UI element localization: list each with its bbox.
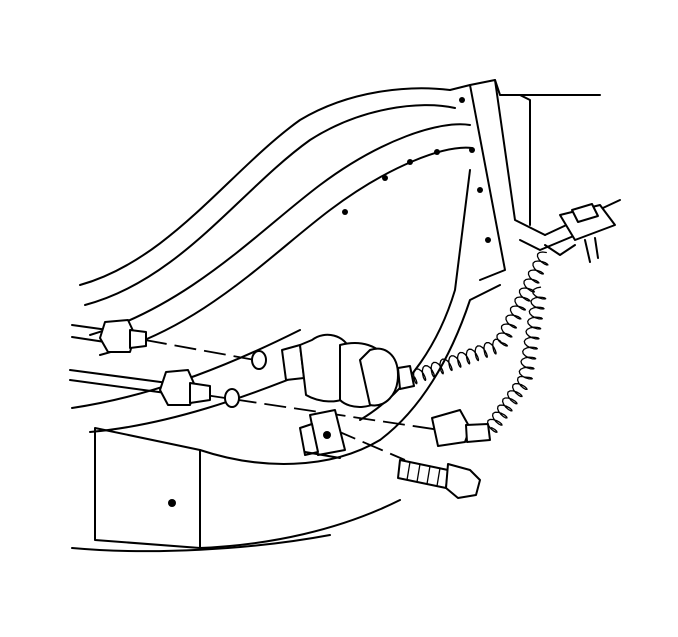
- clamp-bolt-hole: [323, 431, 331, 439]
- inlet-fitting: [71, 319, 147, 353]
- sealing-washer-lower: [224, 388, 240, 408]
- guide-line-inlet: [144, 339, 256, 361]
- frame-bracket: [449, 79, 621, 281]
- outlet-fitting: [69, 369, 211, 406]
- hose-end-fitting: [431, 409, 491, 447]
- frame-hole: [459, 97, 465, 103]
- guide-line-bolt: [334, 429, 406, 461]
- guide-line-outlet: [204, 394, 441, 431]
- sealing-washer-upper: [251, 350, 267, 370]
- mounting-bolt: [397, 459, 481, 499]
- mounting-clamp: [299, 409, 346, 459]
- fuel-hose-spring: [412, 251, 549, 433]
- frame-clamp-nut: [544, 203, 616, 263]
- fender-panel: [71, 87, 501, 553]
- assembly-guide-lines: [144, 339, 441, 461]
- body-hole: [342, 209, 348, 215]
- frame-hole: [469, 147, 475, 153]
- fuel-filter: [281, 333, 415, 408]
- body-hole: [407, 159, 413, 165]
- body-hole: [168, 499, 176, 507]
- body-hole: [382, 175, 388, 181]
- frame-hole: [485, 237, 491, 243]
- body-hole: [434, 149, 440, 155]
- frame-hole: [477, 187, 483, 193]
